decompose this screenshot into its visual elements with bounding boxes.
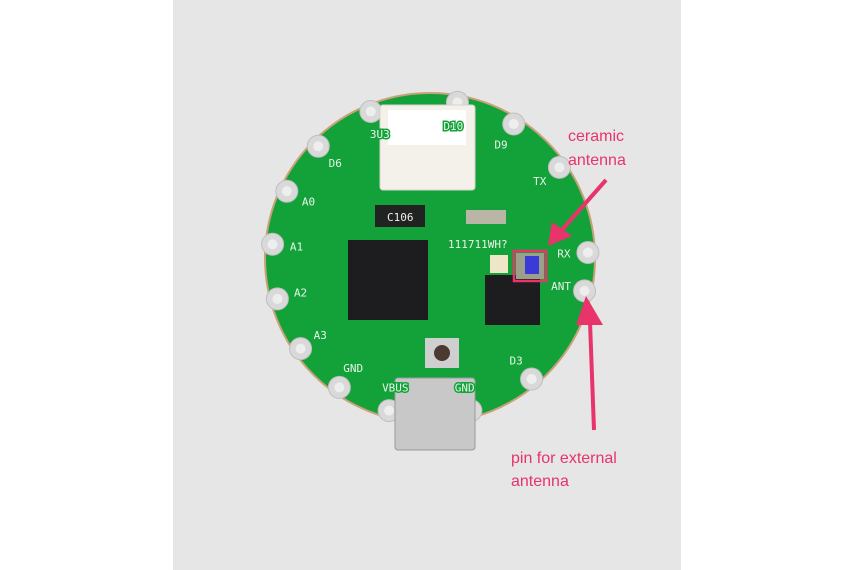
pad-hole <box>508 119 519 130</box>
annotation-label-antenna: antenna <box>568 152 626 169</box>
pad-label: ANT <box>551 280 571 293</box>
pad-label: VBUS <box>382 381 409 394</box>
pad-label: GND <box>343 362 363 375</box>
connector-housing <box>388 110 466 145</box>
arrow-line <box>588 321 596 431</box>
annotation-ceramic-antenna: ceramic antenna <box>548 128 626 246</box>
pad-hole <box>295 343 306 354</box>
pad-label: D6 <box>329 157 342 170</box>
pad-hole <box>267 239 278 250</box>
chip-marking: C106 <box>387 211 414 224</box>
pad-label: A2 <box>294 287 307 300</box>
microcontroller-chip <box>348 240 428 320</box>
pad-label: A1 <box>290 240 303 253</box>
pad-hole <box>579 285 590 296</box>
crystal <box>466 210 506 224</box>
pad-label: 3U3 <box>370 128 390 141</box>
pad-hole <box>365 106 376 117</box>
micro-usb-port <box>394 377 476 451</box>
arrow-head-icon <box>576 296 603 325</box>
radio-module <box>485 275 540 325</box>
annotation-external-pin: pin for external antenna <box>511 296 617 490</box>
pad-hole <box>582 247 593 258</box>
pad-hole <box>334 382 345 393</box>
pad-hole <box>313 141 324 152</box>
pad-hole <box>272 293 283 304</box>
pad-label: RX <box>557 247 571 260</box>
component-pad <box>490 255 508 273</box>
ceramic-antenna-highlight <box>512 249 548 283</box>
pad-label: A0 <box>302 195 315 208</box>
pad-label: TX <box>533 175 547 188</box>
pad-hole <box>384 405 395 416</box>
pad-label: D3 <box>510 355 523 368</box>
pad-label: D10 <box>443 120 463 133</box>
annotation-label-ceramic: ceramic <box>568 128 624 145</box>
pcb-board: C106 111711WH? <box>261 90 600 451</box>
pad-label: A3 <box>314 329 327 342</box>
pad-label: GND <box>455 381 475 394</box>
date-code: 111711WH? <box>448 238 508 251</box>
capacitor-c106 <box>375 205 425 227</box>
reset-button-cap <box>434 345 450 361</box>
pad-hole <box>554 162 565 173</box>
arrow-line <box>558 178 608 234</box>
ceramic-antenna-chip <box>525 256 539 274</box>
arrow-head-icon <box>548 222 572 246</box>
annotation-label-pin: pin for external <box>511 450 617 467</box>
pad-hole <box>526 374 537 385</box>
annotation-label-antenna: antenna <box>511 473 569 490</box>
pad-hole <box>281 186 292 197</box>
pad-label: D9 <box>494 138 507 151</box>
